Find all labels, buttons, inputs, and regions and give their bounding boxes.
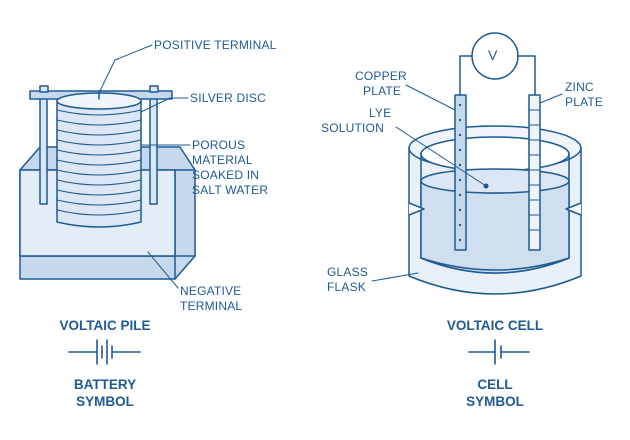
cell-symbol-icon: [468, 339, 530, 365]
battery-symbol-caption-1: BATTERY: [73, 377, 137, 392]
pile-leader-lines: [98, 44, 191, 289]
voltaic-pile-caption: VOLTAIC PILE: [59, 318, 151, 333]
lye-solution-label-2: SOLUTION: [321, 121, 384, 135]
zinc-wire: [517, 55, 536, 96]
zinc-plate-label-1: ZINC: [565, 80, 594, 94]
porous-label-2: MATERIAL: [192, 153, 253, 167]
negative-terminal-label-1: NEGATIVE: [180, 284, 242, 298]
cell-symbol-caption-2: SYMBOL: [466, 394, 524, 409]
negative-terminal-label-2: TERMINAL: [180, 299, 243, 313]
voltmeter-icon: [471, 32, 519, 80]
zinc-plate-label-2: PLATE: [565, 95, 604, 109]
voltaic-cell-caption: VOLTAIC CELL: [446, 318, 544, 333]
copper-plate-label-2: PLATE: [363, 84, 402, 98]
pile-right-post: [149, 93, 158, 205]
copper-plate-label-1: COPPER: [355, 69, 407, 83]
voltaic-cell: [408, 32, 582, 295]
disc-stack: [56, 100, 142, 228]
glass-flask-label-1: GLASS: [327, 265, 369, 279]
pile-left-post: [39, 93, 48, 205]
lye-liquid: [420, 180, 570, 274]
zinc-plate: [528, 94, 541, 251]
lye-solution-label-1: LYE: [369, 106, 392, 120]
cell-leader-lines: [371, 84, 563, 282]
porous-label-1: POROUS: [192, 138, 246, 152]
voltaic-pile: [19, 85, 196, 280]
battery-symbol-caption-2: SYMBOL: [76, 394, 134, 409]
cell-symbol-caption-1: CELL: [477, 377, 513, 392]
copper-wire: [459, 55, 473, 96]
positive-terminal-label: POSITIVE TERMINAL: [154, 38, 277, 52]
porous-label-4: SALT WATER: [192, 183, 269, 197]
porous-label-3: SOAKED IN: [192, 168, 260, 182]
silver-disc-label: SILVER DISC: [190, 91, 266, 105]
battery-symbol-icon: [68, 339, 141, 365]
copper-plate: [454, 94, 467, 251]
voltmeter-label: V: [488, 47, 498, 63]
glass-flask-label-2: FLASK: [327, 280, 367, 294]
